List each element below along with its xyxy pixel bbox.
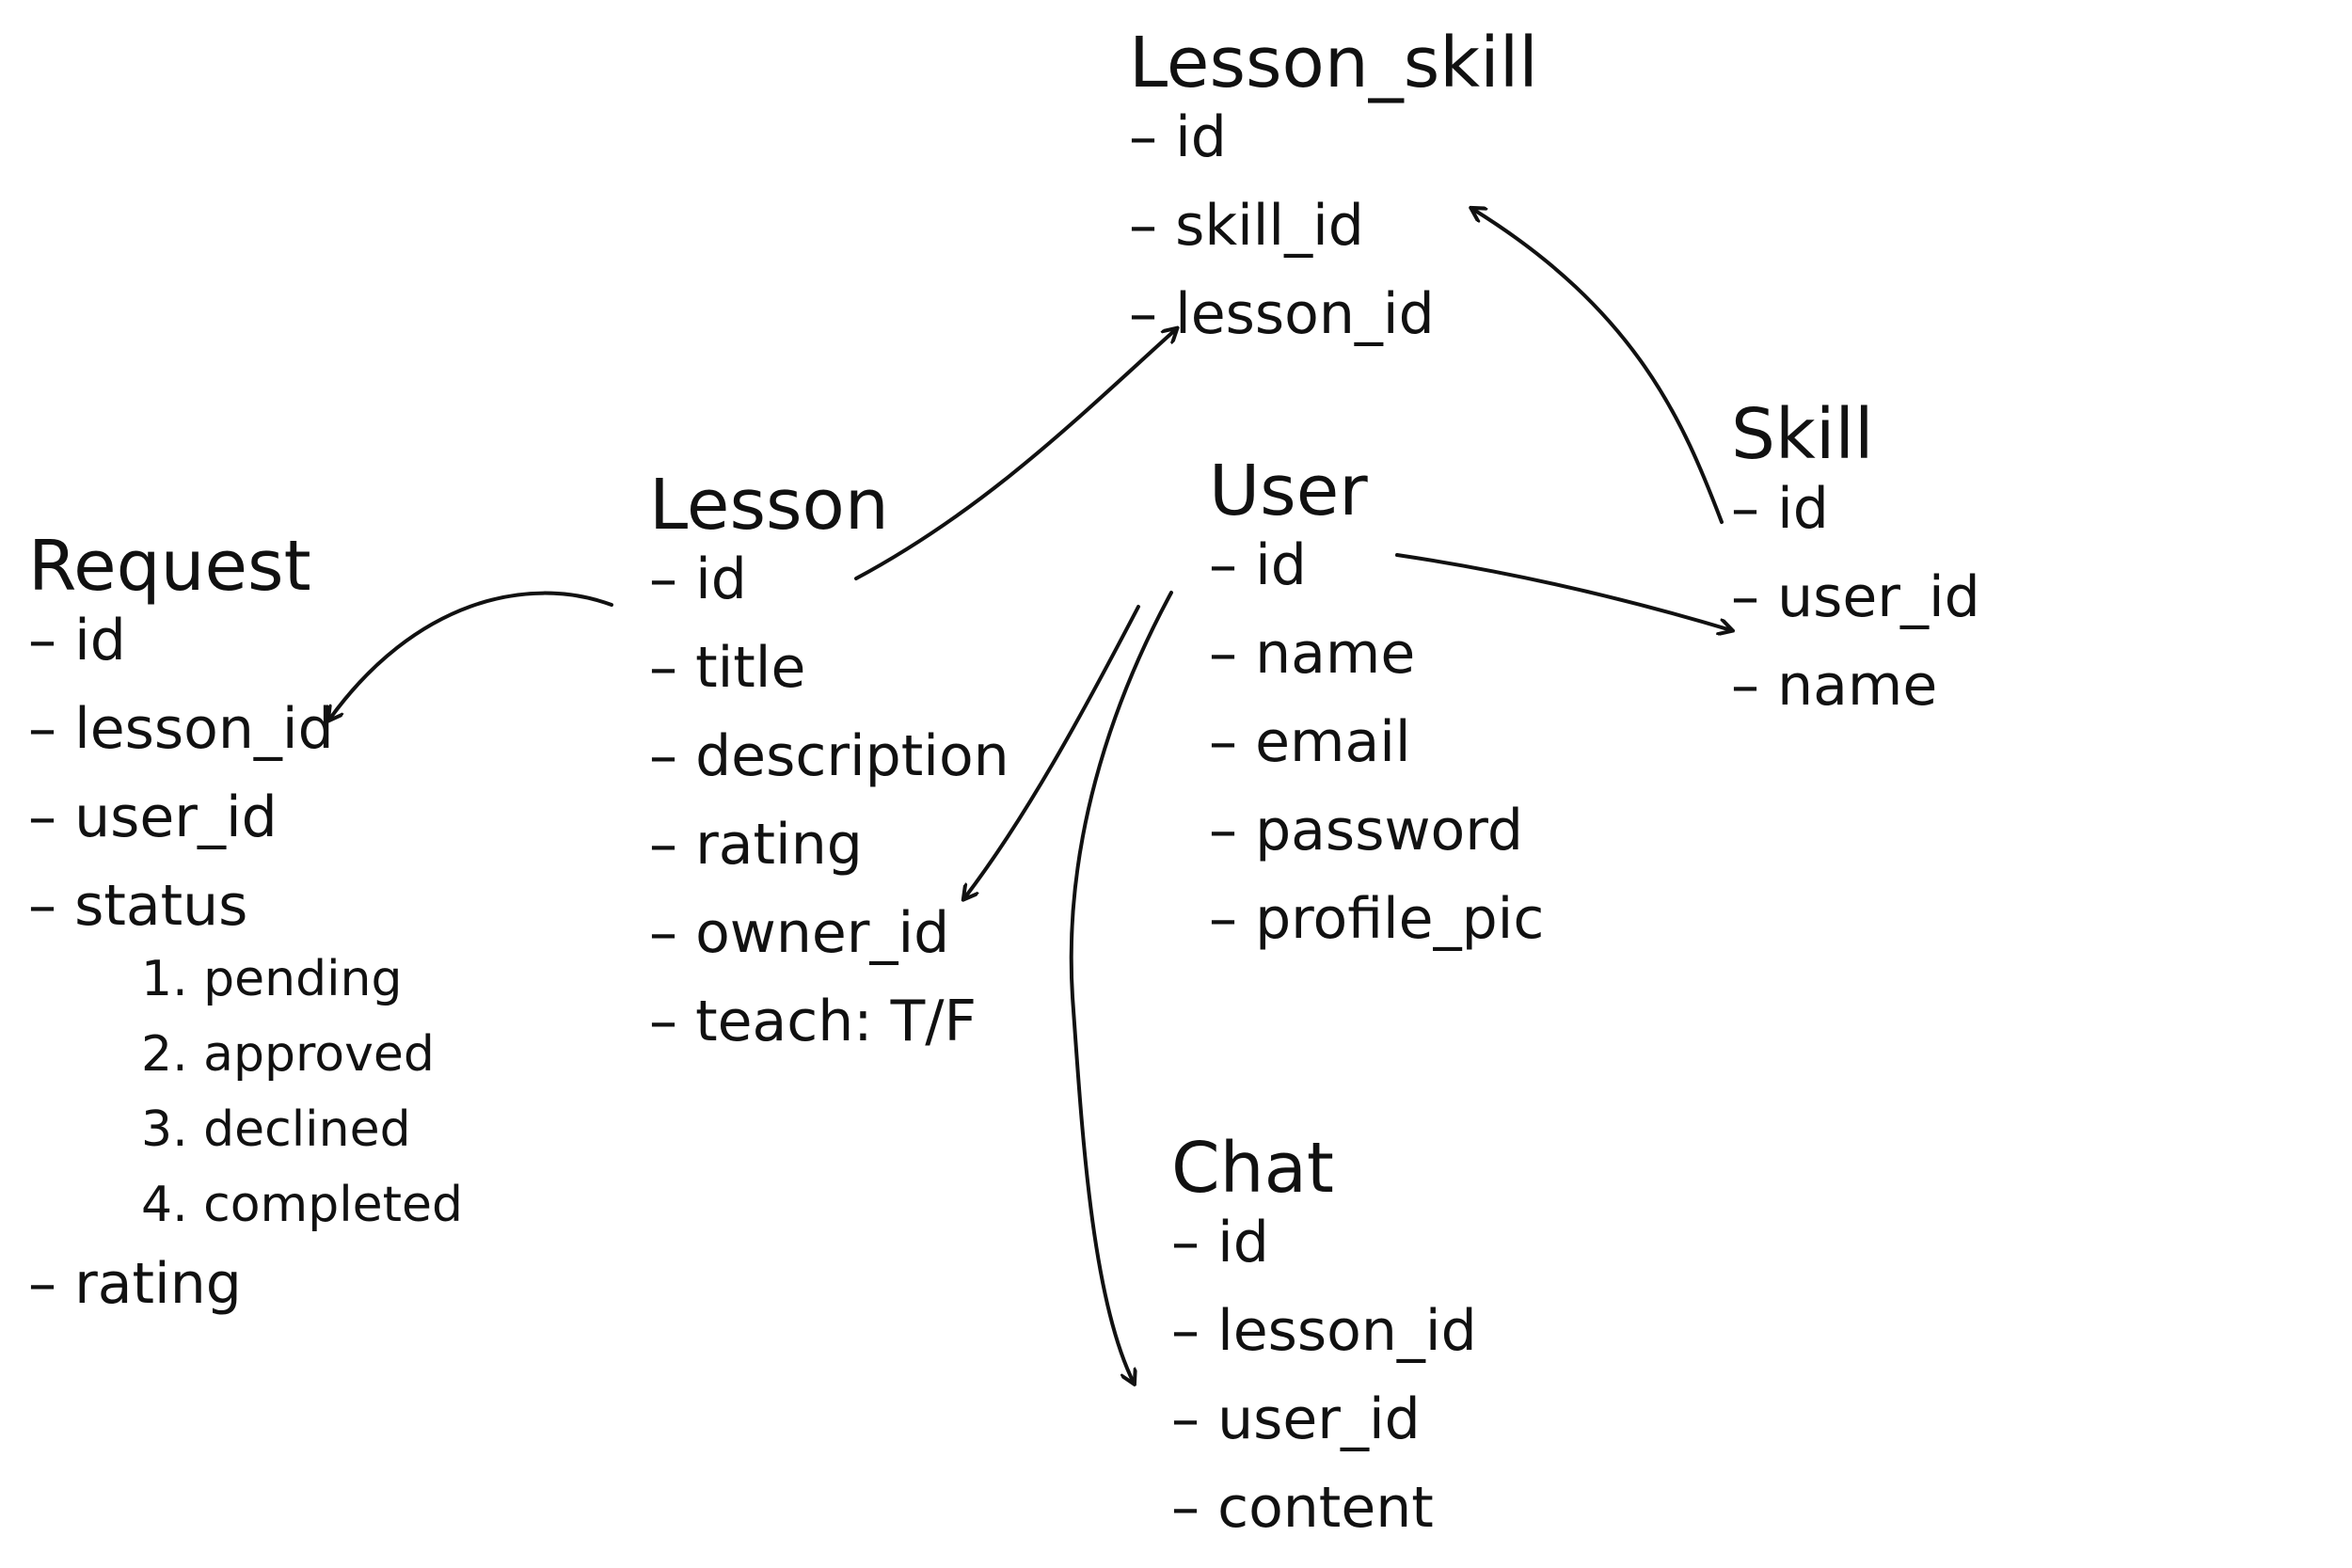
entity-title: User: [1209, 451, 1368, 531]
field-list: id user_id name: [1731, 481, 1980, 714]
field-name: name: [1731, 657, 1980, 714]
status-option-list: 1. pending 2. approved 3. declined 4. co…: [141, 955, 463, 1229]
field-list: id title description rating owner_id tea…: [649, 551, 1009, 1050]
field-id: id: [28, 612, 463, 669]
field-description: description: [649, 728, 1009, 784]
field-user-id: user_id: [1171, 1391, 1477, 1448]
field-lesson-id: lesson_id: [1171, 1303, 1477, 1359]
status-option: 4. completed: [141, 1177, 464, 1233]
entity-title: Lesson_skill: [1129, 23, 1538, 103]
field-password: password: [1209, 802, 1544, 859]
field-id: id: [1731, 481, 1980, 537]
entity-request: Request id lesson_id user_id status 1. p…: [28, 531, 463, 1344]
field-skill-id: skill_id: [1129, 198, 1538, 254]
entity-title: Request: [28, 526, 311, 607]
field-title: title: [649, 640, 1009, 696]
field-rating: rating: [649, 816, 1009, 873]
field-user-id: user_id: [28, 789, 463, 846]
entity-lesson: Lesson id title description rating owner…: [649, 470, 1009, 1082]
field-name: name: [1209, 626, 1544, 682]
entity-chat: Chat id lesson_id user_id content: [1171, 1133, 1477, 1568]
entity-title: Chat: [1171, 1128, 1334, 1209]
field-content: content: [1171, 1480, 1477, 1536]
field-lesson-id: lesson_id: [1129, 286, 1538, 342]
field-id: id: [1209, 537, 1544, 594]
arrow-user-to-chat: [1069, 591, 1173, 1383]
field-list: id lesson_id user_id status 1. pending 2…: [28, 612, 463, 1312]
field-id: id: [1129, 109, 1538, 166]
entity-title: Skill: [1731, 394, 1874, 475]
status-option: 2. approved: [141, 1026, 435, 1083]
field-status: status: [28, 878, 463, 934]
entity-title: Lesson: [649, 465, 889, 546]
field-owner-id: owner_id: [649, 905, 1009, 961]
field-profile-pic: profile_pic: [1209, 891, 1544, 947]
field-user-id: user_id: [1731, 569, 1980, 626]
field-list: id skill_id lesson_id: [1129, 109, 1538, 342]
field-email: email: [1209, 714, 1544, 770]
status-option: 3. declined: [141, 1101, 411, 1158]
field-list: id name email password profile_pic: [1209, 537, 1544, 947]
entity-user: User id name email password profile_pic: [1209, 456, 1544, 979]
status-option: 1. pending: [141, 951, 403, 1007]
entity-lesson-skill: Lesson_skill id skill_id lesson_id: [1129, 28, 1538, 374]
field-id: id: [1171, 1214, 1477, 1271]
field-id: id: [649, 551, 1009, 608]
entity-skill: Skill id user_id name: [1731, 400, 1980, 746]
field-lesson-id: lesson_id: [28, 701, 463, 757]
arrow-lesson-to-request: [329, 591, 613, 720]
field-teach: teach: T/F: [649, 993, 1009, 1050]
field-rating: rating: [28, 1256, 463, 1312]
field-list: id lesson_id user_id content: [1171, 1214, 1477, 1536]
arrow-lesson-to-lesson-skill: [854, 329, 1176, 580]
